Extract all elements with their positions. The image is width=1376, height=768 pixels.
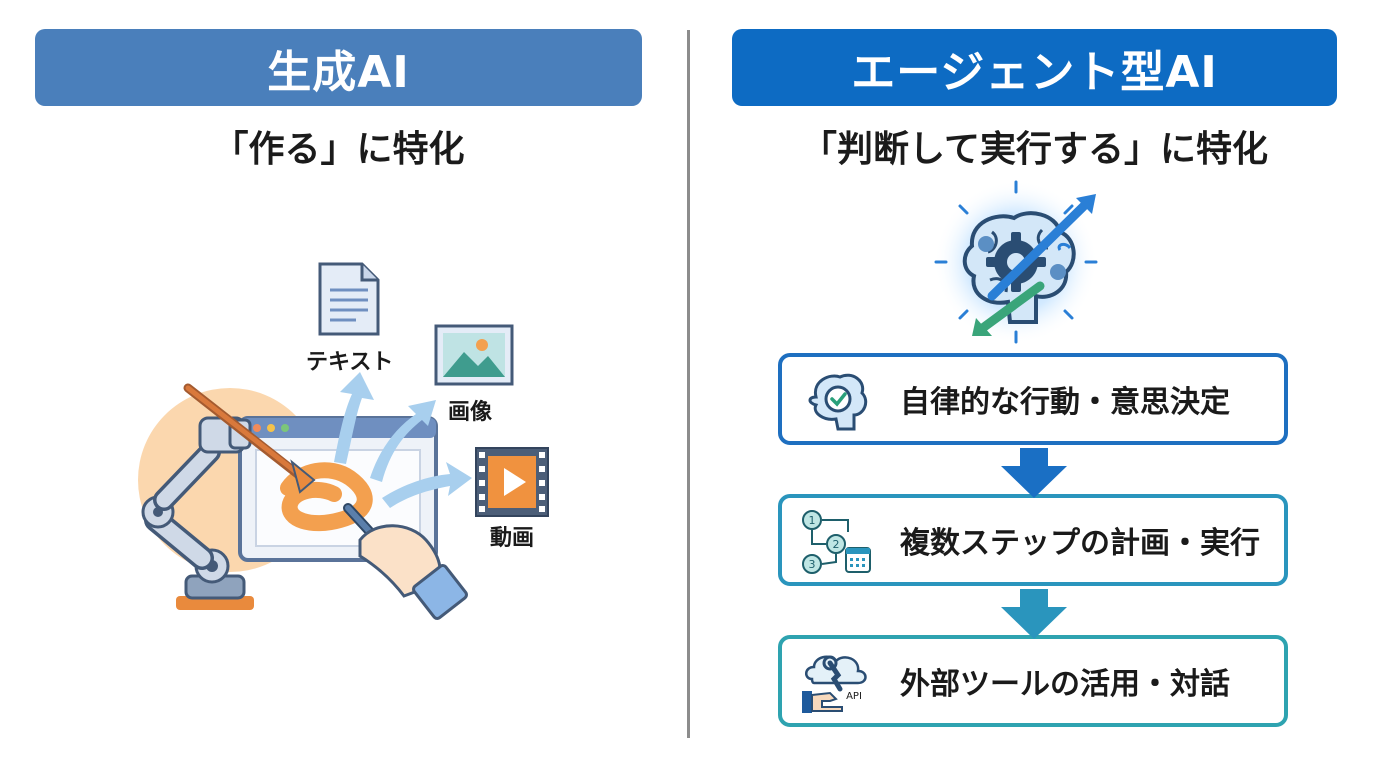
- step-label-autonomy: 自律的な行動・意思決定: [900, 385, 1230, 420]
- brain-check-icon: [808, 373, 868, 431]
- step-number-3: 3: [809, 558, 816, 571]
- robot-arm-icon: [141, 383, 316, 610]
- brain-gear-icon: [934, 180, 1098, 344]
- agentic-ai-title: エージェント型AI: [732, 29, 1337, 106]
- center-divider: [687, 30, 690, 738]
- agentic-ai-subtitle: 「判断して実行する」に特化: [801, 129, 1268, 170]
- output-label-video: 動画: [490, 526, 535, 551]
- image-icon: [434, 324, 514, 386]
- output-arrows: [334, 372, 472, 508]
- step-card-autonomy: 自律的な行動・意思決定: [778, 353, 1288, 445]
- generation-illustration: [138, 262, 549, 620]
- step-label-planning: 複数ステップの計画・実行: [900, 526, 1260, 561]
- step-number-2: 2: [833, 538, 840, 551]
- step-card-tools: API 外部ツールの活用・対話: [778, 635, 1288, 727]
- generative-ai-title: 生成AI: [35, 29, 642, 106]
- api-label: API: [846, 691, 862, 702]
- document-icon: [318, 262, 380, 336]
- output-label-text: テキスト: [306, 350, 394, 375]
- down-arrow-1: [1001, 448, 1067, 498]
- output-label-image: 画像: [448, 400, 493, 425]
- video-icon: [475, 447, 549, 517]
- step-card-planning: 1 2 3 複数ステップの計画・実行: [778, 494, 1288, 586]
- generative-ai-subtitle: 「作る」に特化: [212, 129, 465, 170]
- hand-pen-icon: [343, 503, 468, 620]
- flow-steps-icon: 1 2 3: [802, 510, 871, 574]
- down-arrow-2: [1001, 589, 1067, 639]
- step-number-1: 1: [809, 514, 816, 527]
- step-label-tools: 外部ツールの活用・対話: [900, 667, 1230, 702]
- api-tool-icon: API: [802, 655, 867, 713]
